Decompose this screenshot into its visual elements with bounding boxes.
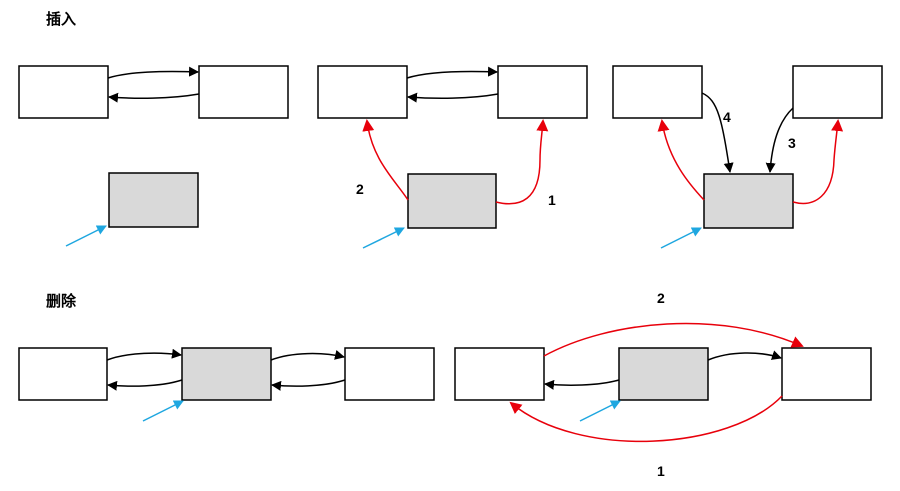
- list-node: [781, 347, 872, 401]
- red-link-1: [509, 395, 783, 443]
- prev-link: [544, 379, 620, 390]
- next-link: [406, 66, 498, 79]
- red-link-2: [362, 119, 409, 201]
- target-node: [181, 347, 272, 401]
- step-label-1: 1: [657, 463, 665, 479]
- step-label-4: 4: [723, 109, 731, 125]
- list-node: [18, 347, 108, 401]
- pointer-arrow: [579, 400, 621, 422]
- prev-link: [271, 379, 346, 391]
- step-label-2: 2: [657, 290, 665, 306]
- step-label-2: 2: [356, 181, 364, 197]
- new-node: [407, 173, 497, 229]
- list-node: [18, 65, 109, 119]
- prev-link: [107, 379, 183, 391]
- prev-link: [108, 92, 200, 103]
- list-node: [497, 65, 588, 119]
- next-link: [707, 350, 782, 361]
- step-label-3: 3: [788, 135, 796, 151]
- insert-panel-3: 4 3: [612, 65, 883, 249]
- step-label-1: 1: [548, 192, 556, 208]
- delete-panel-1: [18, 347, 435, 422]
- insert-panel-2: 2 1: [317, 65, 588, 249]
- next-link: [270, 350, 345, 361]
- insert-panel-1: [18, 65, 289, 247]
- target-node: [618, 347, 709, 401]
- next-link: [107, 66, 199, 79]
- delete-panel-2: 2 1: [454, 290, 872, 479]
- insert-section-title: 插入: [46, 10, 77, 28]
- list-node: [344, 347, 435, 401]
- list-node: [198, 65, 289, 119]
- delete-section-title: 删除: [46, 292, 77, 310]
- red-link-next: [792, 119, 844, 205]
- pointer-arrow: [660, 227, 702, 249]
- red-link-1: [495, 119, 549, 205]
- prev-link: [407, 92, 499, 103]
- red-link-2: [543, 322, 804, 357]
- new-node: [703, 173, 794, 229]
- red-link-prev: [657, 119, 705, 201]
- black-link-4: [701, 92, 734, 173]
- list-node: [454, 347, 545, 401]
- list-node: [317, 65, 408, 119]
- pointer-arrow: [65, 225, 107, 247]
- list-node: [792, 65, 883, 119]
- list-node: [612, 65, 703, 119]
- pointer-arrow: [362, 227, 405, 249]
- new-node: [108, 172, 199, 228]
- pointer-arrow: [142, 400, 184, 422]
- next-link: [106, 348, 182, 361]
- black-link-3: [765, 107, 794, 173]
